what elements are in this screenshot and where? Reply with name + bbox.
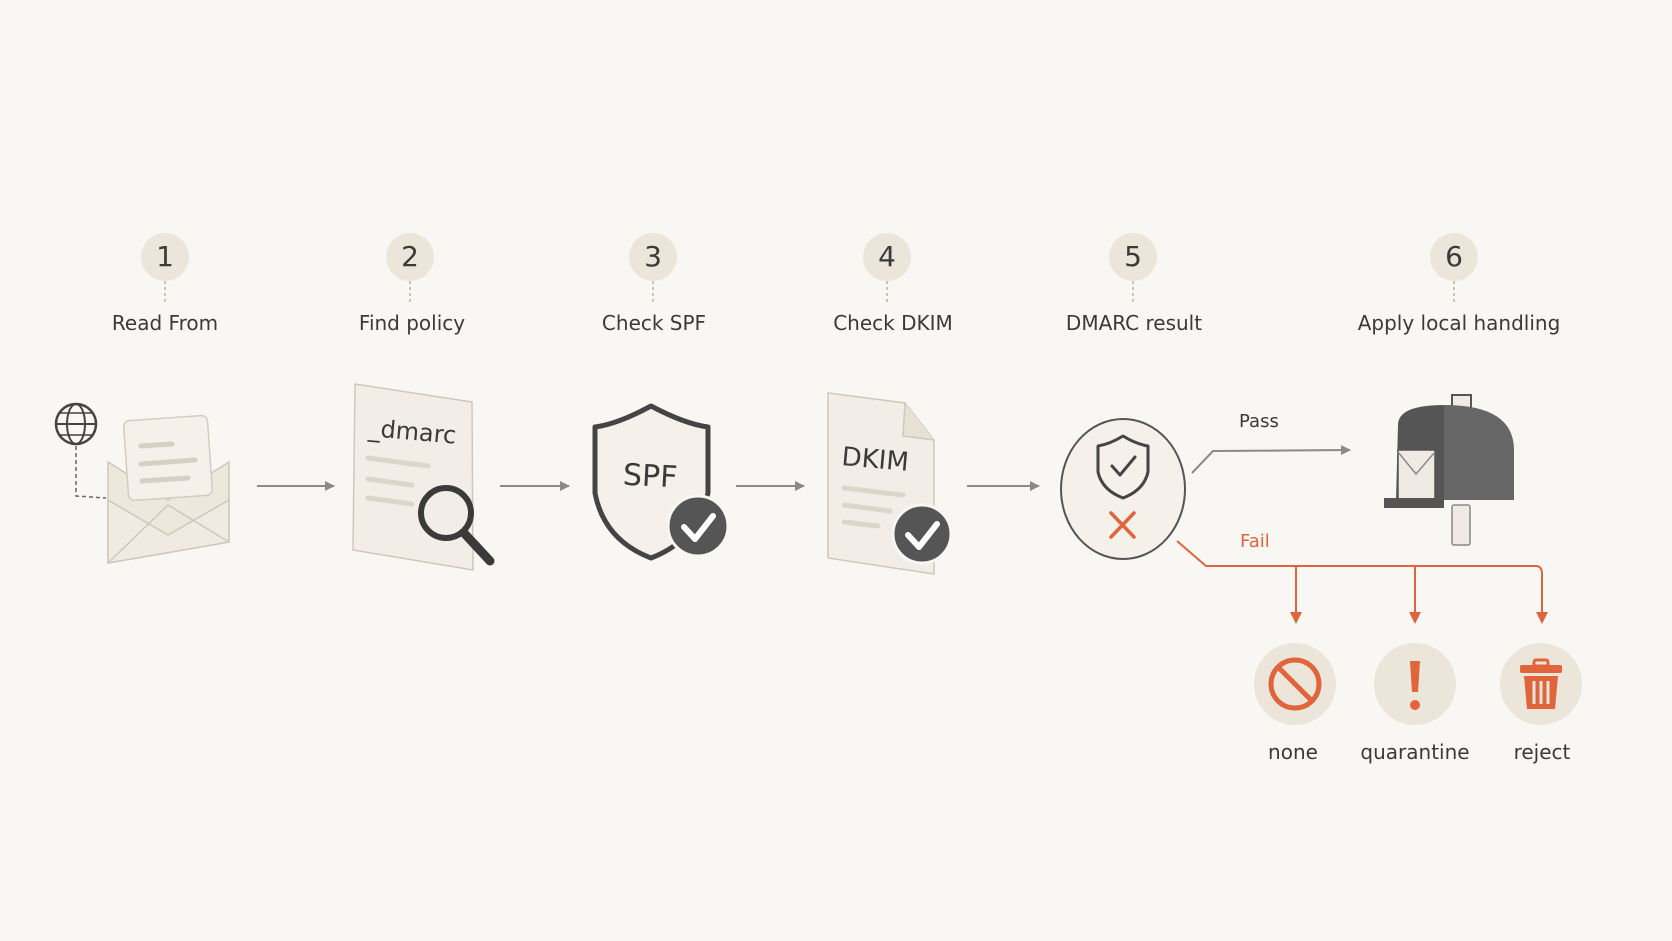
step-3-label: Check SPF: [601, 311, 707, 335]
dns-record-search-icon: _dmarc: [352, 383, 495, 571]
exclamation-icon: [1374, 643, 1456, 725]
pass-label: Pass: [1239, 411, 1279, 432]
step-6-label: Apply local handling: [1357, 311, 1561, 335]
step-3-badge: 3: [629, 233, 677, 281]
step-2-badge: 2: [386, 233, 434, 281]
fail-branch-arrows: [1176, 540, 1548, 624]
trash-icon: [1500, 643, 1582, 725]
pass-branch-arrow: [1191, 445, 1351, 474]
no-entry-icon: [1254, 643, 1336, 725]
step-2-label: Find policy: [358, 311, 466, 335]
spf-shield-check-icon: SPF: [592, 403, 730, 561]
step-1-label: Read From: [111, 311, 219, 335]
outcome-none-label: none: [1268, 740, 1318, 764]
step-5-label: DMARC result: [1065, 311, 1203, 335]
fail-label: Fail: [1240, 531, 1270, 552]
step-5-badge: 5: [1109, 233, 1157, 281]
badge-connectors: [164, 281, 1455, 305]
envelope-globe-icon: [54, 402, 230, 564]
step-6-badge: 6: [1430, 233, 1478, 281]
dkim-document-check-icon: DKIM: [827, 392, 953, 575]
outcome-quarantine-label: quarantine: [1360, 740, 1470, 764]
mailbox-icon: [1384, 394, 1514, 546]
dmarc-result-icon: [1060, 418, 1186, 560]
dkim-text: DKIM: [840, 442, 910, 478]
spf-text: SPF: [622, 458, 678, 496]
outcome-reject-label: reject: [1513, 740, 1571, 764]
step-4-label: Check DKIM: [833, 311, 953, 335]
step-4-badge: 4: [863, 233, 911, 281]
step-1-badge: 1: [141, 233, 189, 281]
